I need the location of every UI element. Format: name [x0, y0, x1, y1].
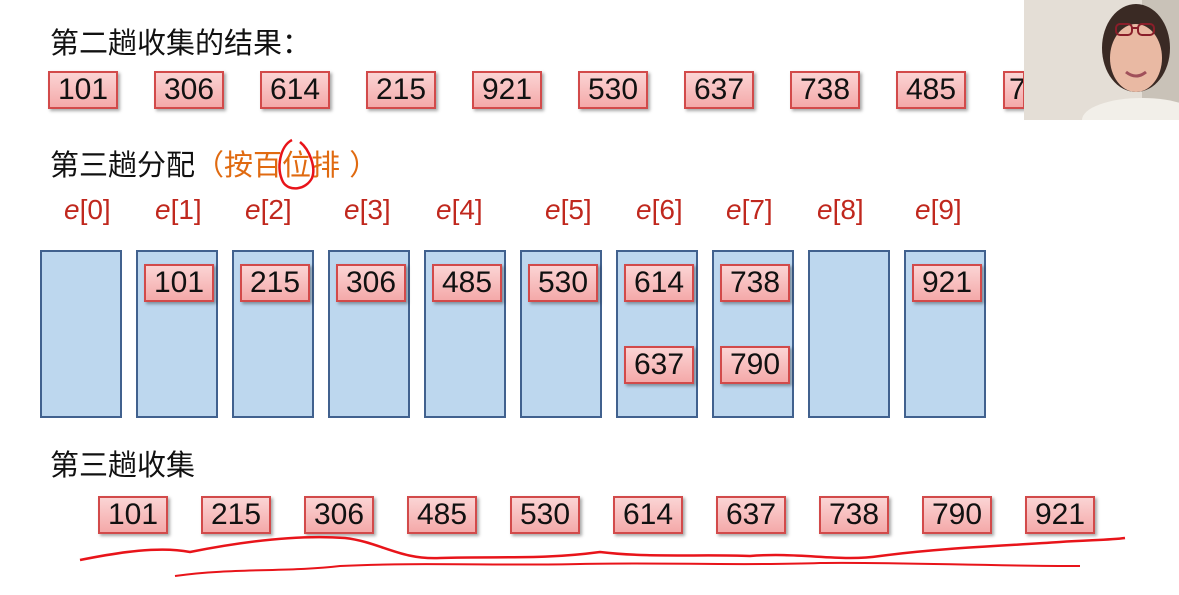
- collect2-item: 921: [472, 71, 542, 109]
- bucket-label-8: e[8]: [817, 194, 864, 225]
- bucket-item: 738: [720, 264, 790, 302]
- bucket-0: [40, 250, 122, 418]
- bucket-item: 921: [912, 264, 982, 302]
- bucket-label-4: e[4]: [436, 194, 483, 225]
- distribute3-note: （按百位排 ）: [195, 148, 379, 182]
- collect2-item: 306: [154, 71, 224, 109]
- distribute3-heading: 第三趟分配（按百位排 ）: [50, 142, 378, 184]
- bucket-6: 614 637: [616, 250, 698, 418]
- bucket-label-0: e[0]: [64, 194, 111, 225]
- presenter-webcam: [1024, 0, 1179, 120]
- bucket-item: 530: [528, 264, 598, 302]
- collect3-item: 215: [201, 496, 271, 534]
- bucket-label-2: e[2]: [245, 194, 292, 225]
- bucket-item: 637: [624, 346, 694, 384]
- bucket-label-3: e[3]: [344, 194, 391, 225]
- collect2-heading: 第二趟收集的结果：: [50, 26, 312, 60]
- collect2-item: 738: [790, 71, 860, 109]
- bucket-item: 306: [336, 264, 406, 302]
- bucket-4: 485: [424, 250, 506, 418]
- bucket-1: 101: [136, 250, 218, 418]
- presenter-avatar-icon: [1024, 0, 1179, 120]
- collect3-item: 921: [1025, 496, 1095, 534]
- collect3-item: 306: [304, 496, 374, 534]
- underline-stroke: [79, 535, 1126, 562]
- collect2-item: 485: [896, 71, 966, 109]
- collect3-item: 637: [716, 496, 786, 534]
- bucket-item: 215: [240, 264, 310, 302]
- bucket-7: 738 790: [712, 250, 794, 418]
- bucket-label-9: e[9]: [915, 194, 962, 225]
- bucket-3: 306: [328, 250, 410, 418]
- bucket-item: 101: [144, 264, 214, 302]
- distribute3-title: 第三趟分配: [50, 148, 196, 182]
- bucket-8: [808, 250, 890, 418]
- bucket-label-1: e[1]: [155, 194, 202, 225]
- bucket-label-5: e[5]: [545, 194, 592, 225]
- collect2-item: 215: [366, 71, 436, 109]
- bucket-label-7: e[7]: [726, 194, 773, 225]
- collect3-item: 101: [98, 496, 168, 534]
- collect3-item: 738: [819, 496, 889, 534]
- bucket-label-6: e[6]: [636, 194, 683, 225]
- collect2-item: 614: [260, 71, 330, 109]
- collect2-item: 101: [48, 71, 118, 109]
- underline-stroke: [174, 561, 1081, 577]
- collect3-item: 530: [510, 496, 580, 534]
- collect3-item: 614: [613, 496, 683, 534]
- collect2-item: 530: [578, 71, 648, 109]
- bucket-9: 921: [904, 250, 986, 418]
- collect3-heading: 第三趟收集: [50, 448, 196, 482]
- bucket-item: 485: [432, 264, 502, 302]
- circle-mark: [278, 138, 315, 190]
- bucket-item: 614: [624, 264, 694, 302]
- collect3-item: 485: [407, 496, 477, 534]
- collect3-item: 790: [922, 496, 992, 534]
- bucket-2: 215: [232, 250, 314, 418]
- bucket-item: 790: [720, 346, 790, 384]
- bucket-5: 530: [520, 250, 602, 418]
- collect2-item: 637: [684, 71, 754, 109]
